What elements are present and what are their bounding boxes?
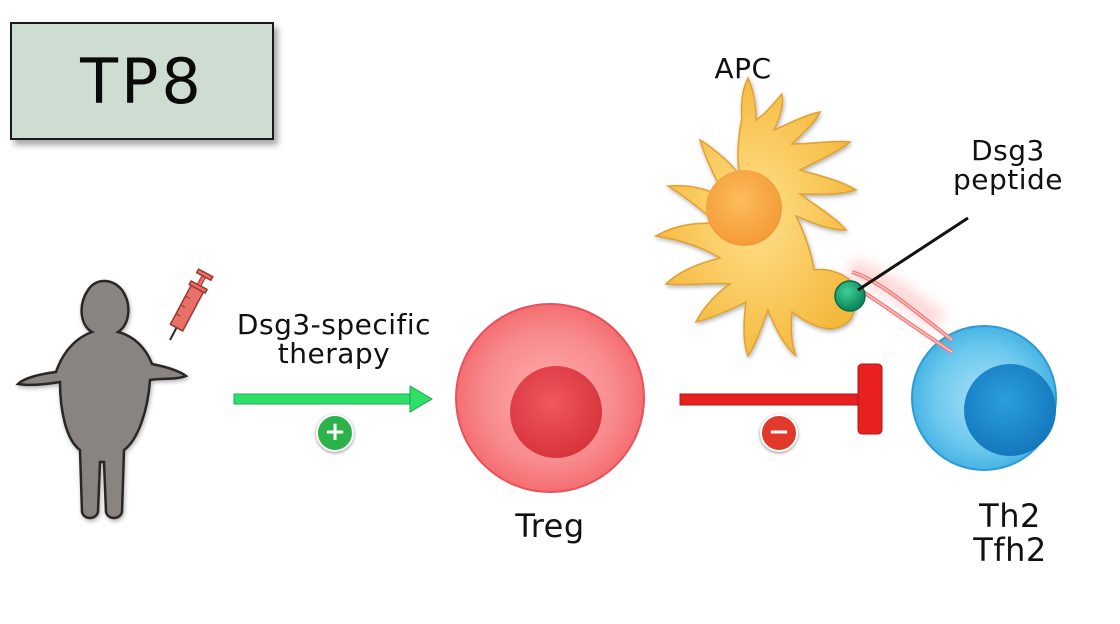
dsg3-peptide: [834, 280, 866, 312]
tcr-receptor: [847, 258, 954, 354]
inhibition-arrow: [679, 363, 883, 435]
minus-badge: −: [760, 414, 798, 452]
activation-arrow: [233, 385, 433, 413]
apc-label: APC: [714, 52, 772, 85]
page-title: TP8: [80, 44, 204, 118]
th2-cell: [911, 325, 1057, 471]
peptide-pointer-line: [857, 216, 969, 292]
therapy-label: Dsg3-specific therapy: [236, 308, 432, 371]
treg-cell: [455, 303, 645, 493]
title-box: TP8: [10, 22, 274, 140]
plus-badge: +: [316, 414, 354, 452]
patient-icon: [15, 279, 189, 520]
th2-tfh2-label: Th2 Tfh2: [973, 497, 1047, 569]
apc-cell: [653, 76, 858, 358]
peptide-label: Dsg3 peptide: [952, 134, 1064, 197]
syringe-icon: [169, 268, 214, 341]
treg-label: Treg: [515, 507, 585, 545]
